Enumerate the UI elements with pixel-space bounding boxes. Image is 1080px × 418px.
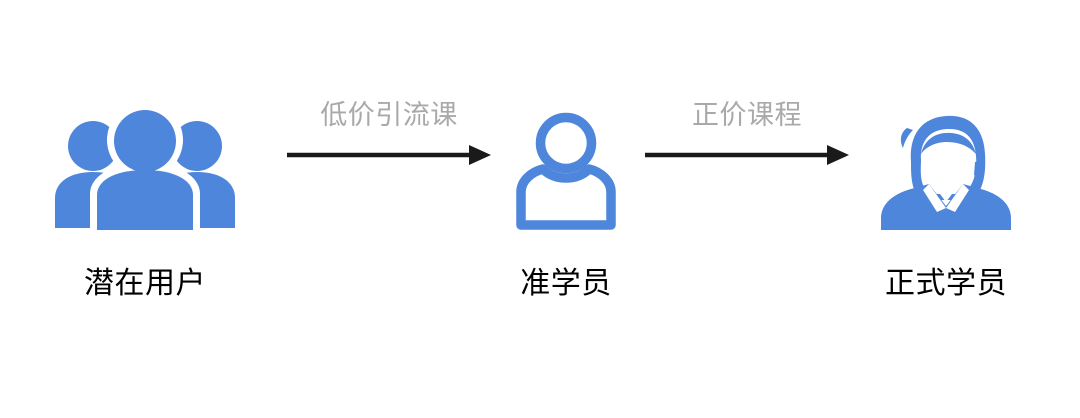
edge-label: 正价课程	[692, 100, 802, 130]
node-label: 准学员	[520, 267, 612, 300]
male-avatar-icon	[851, 110, 1041, 230]
edge-full-price-course: 正价课程	[643, 100, 851, 170]
node-label: 正式学员	[885, 267, 1007, 300]
node-potential-users: 潜在用户	[35, 110, 255, 300]
node-formal-student: 正式学员	[836, 110, 1056, 300]
edge-low-price-course: 低价引流课	[285, 100, 493, 170]
edge-label: 低价引流课	[320, 100, 458, 130]
node-label: 潜在用户	[84, 267, 206, 300]
group-of-people-icon	[50, 110, 240, 230]
right-arrow-icon	[645, 145, 849, 165]
person-outline-icon	[471, 110, 661, 230]
node-prospective-student: 准学员	[456, 110, 676, 300]
right-arrow-icon	[287, 145, 491, 165]
